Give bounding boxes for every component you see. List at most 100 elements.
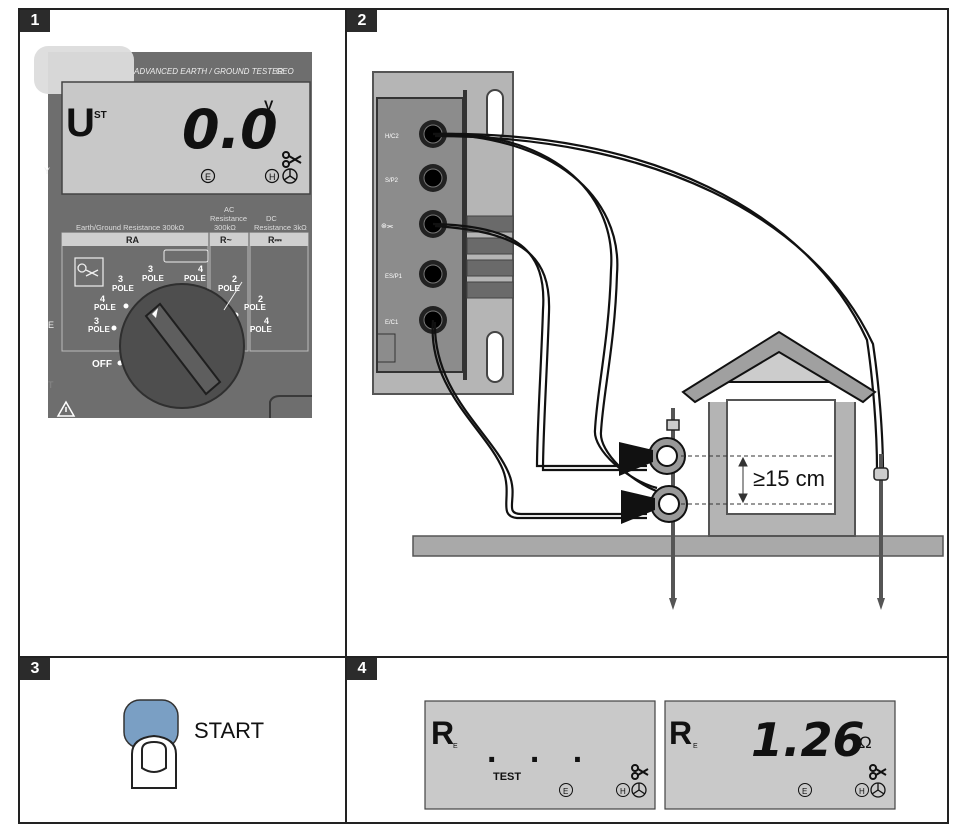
lcd-results-illustration: R E . . . TEST E H R E 1.26 Ω E H [424,700,896,810]
pointer-guide-line [223,281,243,311]
section-dc-line2: Resistance 3kΩ [254,223,307,232]
rdc-header-bar [250,233,308,246]
house-roof [681,330,877,404]
pos-4pole-dc-number: 4 [264,316,269,326]
start-label: START [194,718,265,743]
panel-2: 2 H/C2 S/P2 ⊛⫘ ES/P1 E/C1 [345,8,949,658]
h-symbol-icon [616,783,630,797]
label-rdc: R⎓ [268,235,282,245]
h-symbol-icon [855,783,869,797]
result-symbol: R [669,715,692,751]
pos-3pole-number: 3 [148,264,153,274]
distance-marker [681,455,835,505]
edge-letter-y: Y [44,166,50,176]
jack-panel-edge [463,90,467,380]
knob-pointer-icon [152,308,158,318]
result-reading: 1.26 [751,713,865,767]
pos-3pole-sel-number: 3 [118,274,123,284]
h-symbol-icon [264,168,280,184]
pos-3pole-left-number: 3 [94,316,99,326]
testing-sub: E [453,743,458,750]
pos-4pole-left-word: POLE [94,303,116,312]
pos-3pole-word: POLE [142,274,164,283]
panel-number-badge: 2 [347,10,377,32]
testing-h-symbol: H [620,787,626,796]
current-clamp-upper [619,437,686,476]
edge-letter-t: T [48,380,54,390]
section-ac-line2: Resistance [210,214,247,223]
warning-triangle-icon [56,400,76,417]
clamp-3-4-pole-bracket [163,249,209,263]
lcd-screen [61,81,311,195]
pos-3pole-sel-word: POLE [112,284,134,293]
lcd-h-symbol: H [269,172,276,182]
jack-label-hc2: H/C2 [385,134,399,140]
ground-surface [412,535,944,557]
result-h-symbol: H [859,787,865,796]
lcd-e-symbol: E [205,172,211,182]
knob-grip [144,302,222,396]
lcd-reading: 0.0 [182,98,278,161]
rac-header-bar [210,233,248,246]
jack-panel [376,97,464,373]
e-symbol-icon [559,783,573,797]
meter-front-illustration: ADVANCED EARTH / GROUND TESTER GEO U ST … [34,46,312,418]
section-ac-line1: AC [224,205,235,214]
fingernail-icon [141,740,167,773]
section-dc-line1: DC [266,214,277,223]
scissors-icon [282,151,302,168]
voltage-clamp-lower [621,485,688,524]
pos-4pole-dc-word: POLE [250,325,272,334]
pos-4pole-sel-number: 4 [198,264,203,274]
label-ra: RA [126,235,139,245]
pos-2pole-word: POLE [218,284,240,293]
test-setup-illustration: H/C2 S/P2 ⊛⫘ ES/P1 E/C1 [372,71,944,610]
panel-number-badge: 1 [20,10,50,32]
section-earth-label: Earth/Ground Resistance 300kΩ [76,223,185,232]
panel-1: 1 ADVANCED EARTH / GROUND TESTER GEO U S… [18,8,347,658]
lower-handle-slot [486,331,504,383]
panel-number-badge: 4 [347,658,377,680]
jack-label-sp2: S/P2 [385,178,399,184]
lcd-unit: V [264,97,274,113]
testing-dots: . . . [487,732,594,770]
testing-symbol: R [431,715,454,751]
battery-cover-outline [269,395,312,418]
panel-4: 4 R E . . . TEST E H R E 1.26 Ω E H [345,656,949,824]
clamp-selection-box [74,257,104,287]
e-symbol-icon [798,783,812,797]
jack-label-ec1: E/C1 [385,320,399,326]
clamp-scissors-icon [77,263,99,277]
lcd-mode-sub: ST [94,110,107,121]
pos-3pole-left-word: POLE [88,325,110,334]
test-leads [431,132,885,520]
result-e-symbol: E [802,787,807,796]
jack-panel-slot [376,333,396,363]
result-sub: E [693,743,698,750]
pos-2pole-number: 2 [232,274,237,284]
distance-label: ≥15 cm [753,466,825,491]
house-window [726,399,836,515]
clamp-sensor-icon [282,168,298,184]
start-button-illustration [123,699,179,789]
brand-line: ADVANCED EARTH / GROUND TESTER [133,67,283,76]
section-ac-line3: 300kΩ [214,223,236,232]
jack-label-esp1: ES/P1 [385,274,403,280]
pos-2pole-dc-number: 2 [258,294,263,304]
ra-header-bar [62,233,208,246]
result-unit: Ω [859,733,872,752]
clamp-sensor-icon [631,782,647,798]
panel-number-badge: 3 [20,658,50,680]
edge-letter-e: E [48,320,54,330]
brand-suffix: GEO [276,67,294,76]
pos-2pole-dc-word: POLE [244,303,266,312]
lcd-result-screen [664,700,896,810]
scissors-icon [631,764,649,780]
upper-handle-slot [486,89,504,141]
pos-4pole-left-number: 4 [100,294,105,304]
e-symbol-icon [200,168,216,184]
clamp-sensor-icon [870,782,886,798]
panel-3: 3 START [18,656,347,824]
pos-4pole-sel-word: POLE [184,274,206,283]
label-rac: R~ [220,235,232,245]
